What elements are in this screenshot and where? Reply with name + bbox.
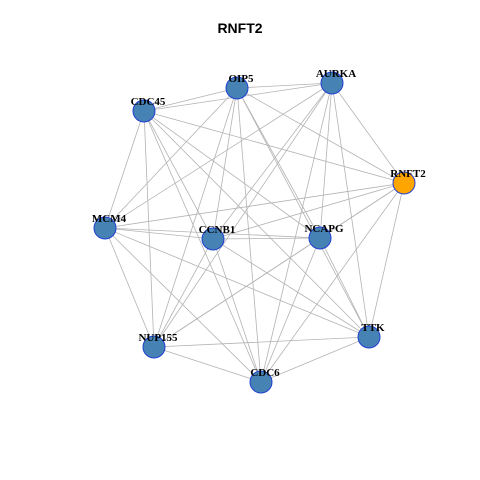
edge-nup155-ttk: [153, 336, 370, 348]
edge-rnft2-ccnb1: [212, 182, 405, 240]
node-ncapg[interactable]: [308, 226, 332, 250]
edge-oip5-rnft2: [236, 87, 405, 184]
edge-mcm4-ccnb1: [104, 227, 214, 240]
edge-ccnb1-cdc6: [212, 238, 262, 383]
edge-cdc45-nup155: [143, 110, 155, 348]
edge-oip5-aurka: [236, 82, 333, 89]
node-nup155[interactable]: [142, 335, 166, 359]
edge-ncapg-cdc6: [260, 237, 321, 383]
edge-ccnb1-nup155: [153, 238, 214, 348]
node-label-nup155: NUP155: [138, 332, 178, 344]
node-layer: [93, 71, 416, 394]
edge-oip5-mcm4: [104, 87, 238, 229]
node-label-cdc6: CDC6: [250, 367, 280, 379]
edge-mcm4-nup155: [104, 227, 155, 348]
edge-aurka-cdc6: [260, 82, 333, 383]
edge-ccnb1-ncapg: [212, 237, 321, 240]
edge-cdc45-cdc6: [143, 110, 262, 383]
node-label-rnft2: RNFT2: [390, 168, 426, 180]
edge-aurka-ncapg: [319, 82, 333, 239]
node-label-oip5: OIP5: [228, 73, 254, 85]
edge-mcm4-ttk: [104, 227, 370, 338]
edge-aurka-nup155: [153, 82, 333, 348]
edge-cdc45-rnft2: [143, 110, 405, 184]
node-ttk[interactable]: [357, 325, 381, 349]
edge-cdc45-ttk: [143, 110, 370, 338]
edge-cdc45-mcm4: [104, 110, 145, 229]
edge-nup155-cdc6: [153, 346, 262, 383]
edge-mcm4-cdc6: [104, 227, 262, 383]
edge-rnft2-mcm4: [104, 182, 405, 229]
edge-aurka-mcm4: [104, 82, 333, 229]
edge-ncapg-nup155: [153, 237, 321, 348]
edge-aurka-ccnb1: [212, 82, 333, 240]
edge-rnft2-cdc6: [260, 182, 405, 383]
edge-cdc45-ccnb1: [143, 110, 214, 240]
node-cdc45[interactable]: [132, 99, 156, 123]
node-cdc6[interactable]: [249, 370, 273, 394]
edge-aurka-rnft2: [331, 82, 405, 184]
edge-ccnb1-ttk: [212, 238, 370, 338]
node-ccnb1[interactable]: [201, 227, 225, 251]
edge-oip5-ccnb1: [212, 87, 238, 240]
edge-oip5-nup155: [153, 87, 238, 348]
node-label-ttk: TTK: [361, 322, 385, 334]
graph-title: RNFT2: [217, 20, 263, 36]
edge-oip5-cdc45: [143, 87, 238, 112]
node-mcm4[interactable]: [93, 216, 117, 240]
edge-ttk-cdc6: [260, 336, 370, 383]
edge-rnft2-ttk: [368, 182, 405, 338]
node-label-mcm4: MCM4: [92, 213, 127, 225]
node-label-ccnb1: CCNB1: [199, 224, 236, 236]
edge-aurka-ttk: [331, 82, 370, 338]
node-label-ncapg: NCAPG: [304, 223, 344, 235]
node-aurka[interactable]: [320, 71, 344, 95]
node-label-cdc45: CDC45: [131, 96, 166, 108]
node-oip5[interactable]: [225, 76, 249, 100]
edge-cdc45-ncapg: [143, 110, 321, 239]
node-rnft2[interactable]: [392, 171, 416, 195]
edge-ncapg-ttk: [319, 237, 370, 338]
node-label-aurka: AURKA: [316, 68, 356, 80]
